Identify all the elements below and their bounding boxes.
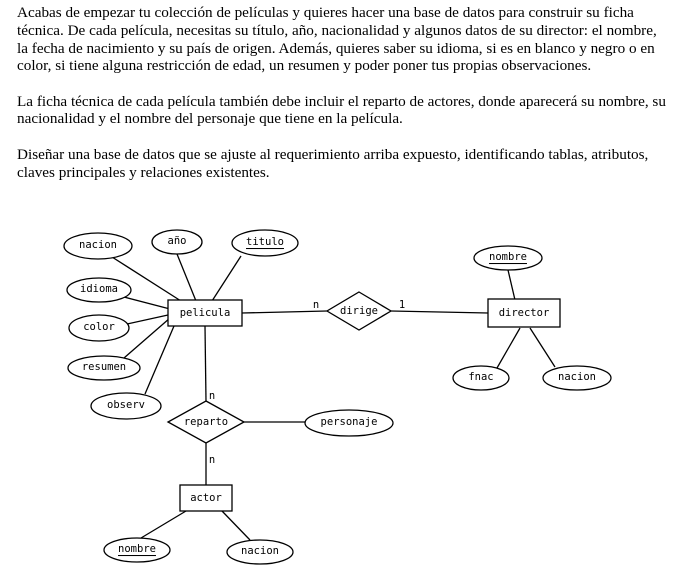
edge-resumen-pelicula: [123, 317, 171, 359]
cardinality-card_reparto_actor: n: [209, 454, 215, 466]
paragraph-intro: Acabas de empezar tu colección de pelícu…: [17, 4, 657, 75]
edge-idioma-pelicula: [123, 296, 171, 310]
edge-actor-nacion_actor: [221, 510, 251, 541]
attribute-nacion_director: nacion: [542, 365, 612, 391]
relationship-label-reparto: reparto: [184, 416, 228, 428]
attribute-label-fnac: fnac: [468, 371, 493, 383]
attribute-resumen: resumen: [67, 355, 141, 381]
attribute-ellipse-personaje: [304, 409, 394, 437]
attribute-nacion_pelicula: nacion: [63, 232, 133, 260]
attribute-fnac: fnac: [452, 365, 510, 391]
attribute-ellipse-nombre_director: [473, 245, 543, 271]
attribute-label-color: color: [83, 321, 115, 333]
entity-box-actor: [179, 484, 233, 512]
edge-nacion_director-director: [529, 327, 556, 368]
attribute-label-nacion_pelicula: nacion: [79, 239, 117, 251]
edge-dirige-director: [390, 310, 489, 314]
edge-color-pelicula: [126, 314, 169, 325]
attribute-label-titulo: titulo: [246, 236, 284, 248]
attribute-label-personaje: personaje: [321, 416, 378, 428]
exercise-statement: Acabas de empezar tu colección de pelícu…: [17, 4, 667, 199]
attribute-personaje: personaje: [304, 409, 394, 437]
edge-fnac-director: [496, 327, 521, 369]
paragraph-cast: La ficha técnica de cada película tambié…: [17, 92, 666, 128]
attribute-ellipse-ano: [151, 229, 203, 255]
edge-nombre_director-director: [507, 269, 516, 301]
attribute-label-observ: observ: [107, 399, 145, 411]
attribute-observ: observ: [90, 392, 162, 420]
edge-nacion_pelicula-pelicula: [111, 256, 182, 302]
attribute-nombre_director: nombre: [473, 245, 543, 271]
attribute-label-nombre_director: nombre: [489, 251, 527, 263]
edge-pelicula-reparto: [204, 325, 207, 402]
attribute-ellipse-fnac: [452, 365, 510, 391]
attribute-nacion_actor: nacion: [226, 539, 294, 565]
attribute-idioma: idioma: [66, 277, 132, 303]
entity-pelicula: pelicula: [167, 299, 243, 327]
edge-pelicula-dirige: [241, 310, 328, 314]
entity-label-actor: actor: [190, 492, 222, 504]
attribute-ellipse-titulo: [231, 229, 299, 257]
relationship-label-dirige: dirige: [340, 305, 378, 317]
attribute-ellipse-color: [68, 314, 130, 342]
edge-titulo-pelicula: [211, 255, 242, 302]
entity-label-pelicula: pelicula: [180, 307, 231, 319]
entity-label-director: director: [499, 307, 550, 319]
attribute-label-idioma: idioma: [80, 283, 118, 295]
entity-box-pelicula: [167, 299, 243, 327]
attribute-label-nacion_director: nacion: [558, 371, 596, 383]
cardinality-card_pelicula_dirige: n: [313, 299, 319, 311]
attribute-titulo: titulo: [231, 229, 299, 257]
attribute-nombre_actor: nombre: [103, 537, 171, 563]
paragraph-task: Diseñar una base de datos que se ajuste …: [17, 145, 649, 181]
attribute-label-nacion_actor: nacion: [241, 545, 279, 557]
attribute-ellipse-resumen: [67, 355, 141, 381]
attribute-color: color: [68, 314, 130, 342]
entity-box-director: [487, 298, 561, 328]
attribute-ellipse-nacion_actor: [226, 539, 294, 565]
edge-actor-nombre_actor: [140, 510, 187, 539]
attribute-label-ano: año: [168, 235, 187, 247]
edge-ano-pelicula: [176, 253, 197, 302]
cardinality-card_pelicula_reparto: n: [209, 390, 215, 402]
attribute-ellipse-nacion_director: [542, 365, 612, 391]
attribute-label-resumen: resumen: [82, 361, 126, 373]
attribute-ellipse-idioma: [66, 277, 132, 303]
attribute-ano: año: [151, 229, 203, 255]
entity-director: director: [487, 298, 561, 328]
cardinality-card_dirige_director: 1: [399, 299, 405, 311]
attribute-ellipse-nombre_actor: [103, 537, 171, 563]
edge-observ-pelicula: [144, 325, 175, 395]
relationship-dirige: dirige: [325, 291, 393, 331]
entity-actor: actor: [179, 484, 233, 512]
relationship-reparto: reparto: [166, 400, 246, 444]
attribute-label-nombre_actor: nombre: [118, 543, 156, 555]
attribute-ellipse-observ: [90, 392, 162, 420]
attribute-ellipse-nacion_pelicula: [63, 232, 133, 260]
relationship-diamond-dirige: [325, 291, 393, 331]
relationship-diamond-reparto: [166, 400, 246, 444]
